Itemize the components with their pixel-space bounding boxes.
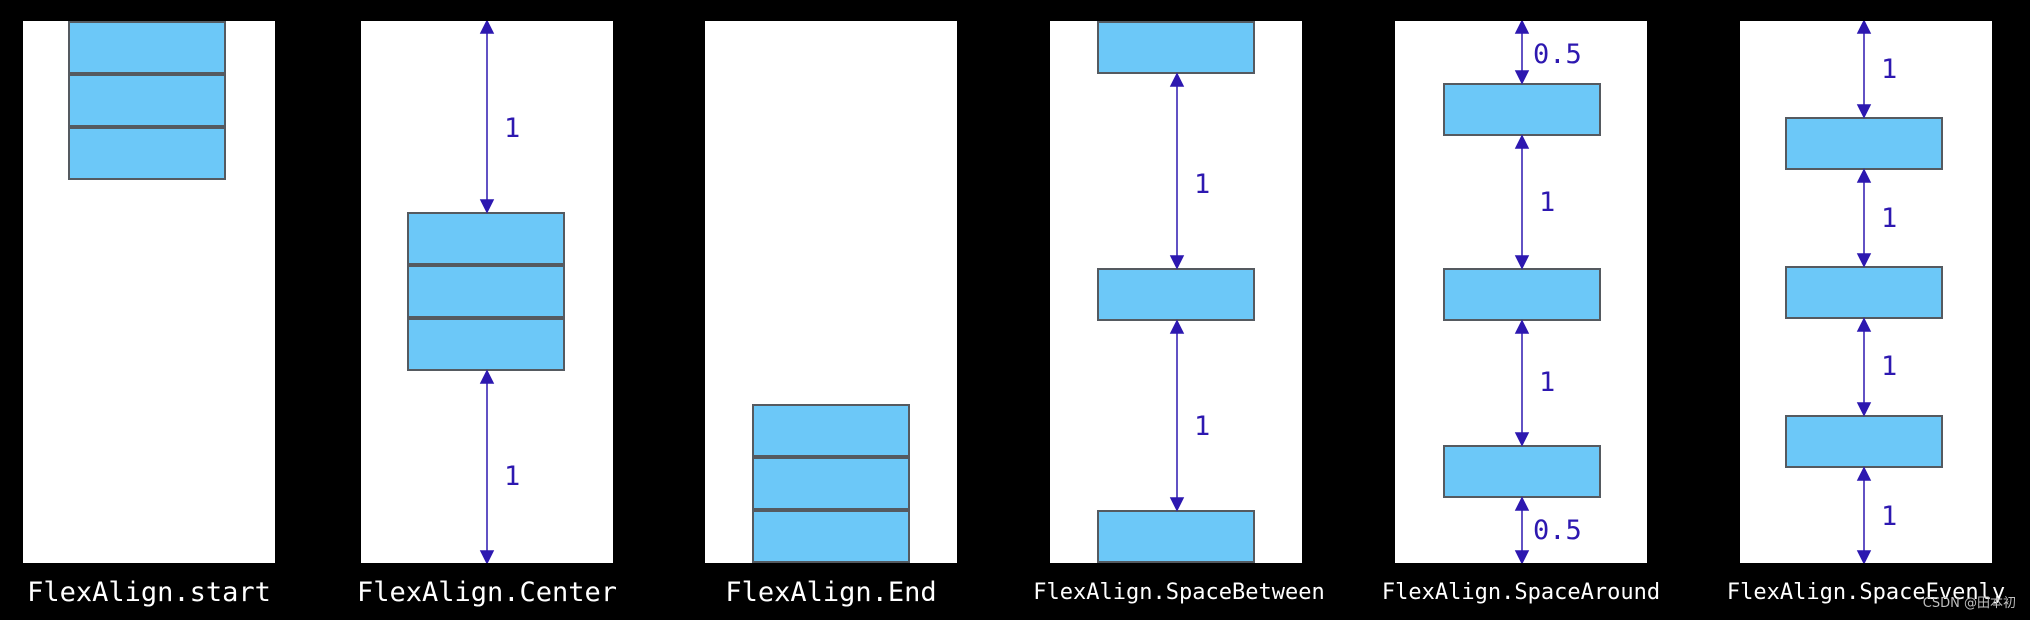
flex-item: [1097, 510, 1255, 563]
flex-item: [68, 74, 226, 127]
caption-flexalign-center: FlexAlign.Center: [356, 577, 618, 608]
spacing-label: 1: [1194, 169, 1211, 200]
caption-flexalign-spacebetween: FlexAlign.SpaceBetween: [1033, 580, 1325, 605]
flex-item: [68, 127, 226, 180]
flex-item: [752, 457, 910, 510]
spacing-label: 0.5: [1533, 39, 1582, 70]
flex-item: [752, 510, 910, 563]
panel-flexalign-spaceevenly: 1 1 1 1: [1740, 21, 1992, 563]
flex-item: [407, 318, 565, 371]
caption-flexalign-spacearound: FlexAlign.SpaceAround: [1381, 580, 1661, 605]
panel-flexalign-start: [23, 21, 275, 563]
panel-flexalign-spacebetween: 1 1: [1050, 21, 1302, 563]
spacing-label: 1: [1881, 54, 1898, 85]
spacing-label: 1: [1194, 411, 1211, 442]
flex-item: [1443, 268, 1601, 321]
spacing-label: 1: [1881, 351, 1898, 382]
watermark: CSDN @田本初: [1922, 596, 2016, 611]
caption-flexalign-spaceevenly: FlexAlign.SpaceEvenly: [1726, 580, 2006, 605]
panel-flexalign-end: [705, 21, 957, 563]
spacing-label: 1: [1881, 501, 1898, 532]
spacing-label: 1: [504, 113, 521, 144]
flex-item: [1443, 83, 1601, 136]
flex-item: [1785, 415, 1943, 468]
spacing-label: 1: [504, 461, 521, 492]
panel-flexalign-center: 1 1: [361, 21, 613, 563]
spacing-label: 0.5: [1533, 515, 1582, 546]
flex-item: [1785, 117, 1943, 170]
caption-flexalign-start: FlexAlign.start: [27, 577, 271, 608]
spacing-label: 1: [1539, 367, 1556, 398]
flex-item: [1785, 266, 1943, 319]
caption-flexalign-end: FlexAlign.End: [725, 577, 937, 608]
flex-item: [1443, 445, 1601, 498]
flex-item: [752, 404, 910, 457]
flex-item: [1097, 21, 1255, 74]
spacing-label: 1: [1539, 187, 1556, 218]
flex-item: [68, 21, 226, 74]
flex-item: [407, 212, 565, 265]
flex-item: [407, 265, 565, 318]
panel-flexalign-spacearound: 0.5 1 1 0.5: [1395, 21, 1647, 563]
flex-item: [1097, 268, 1255, 321]
spacing-label: 1: [1881, 203, 1898, 234]
